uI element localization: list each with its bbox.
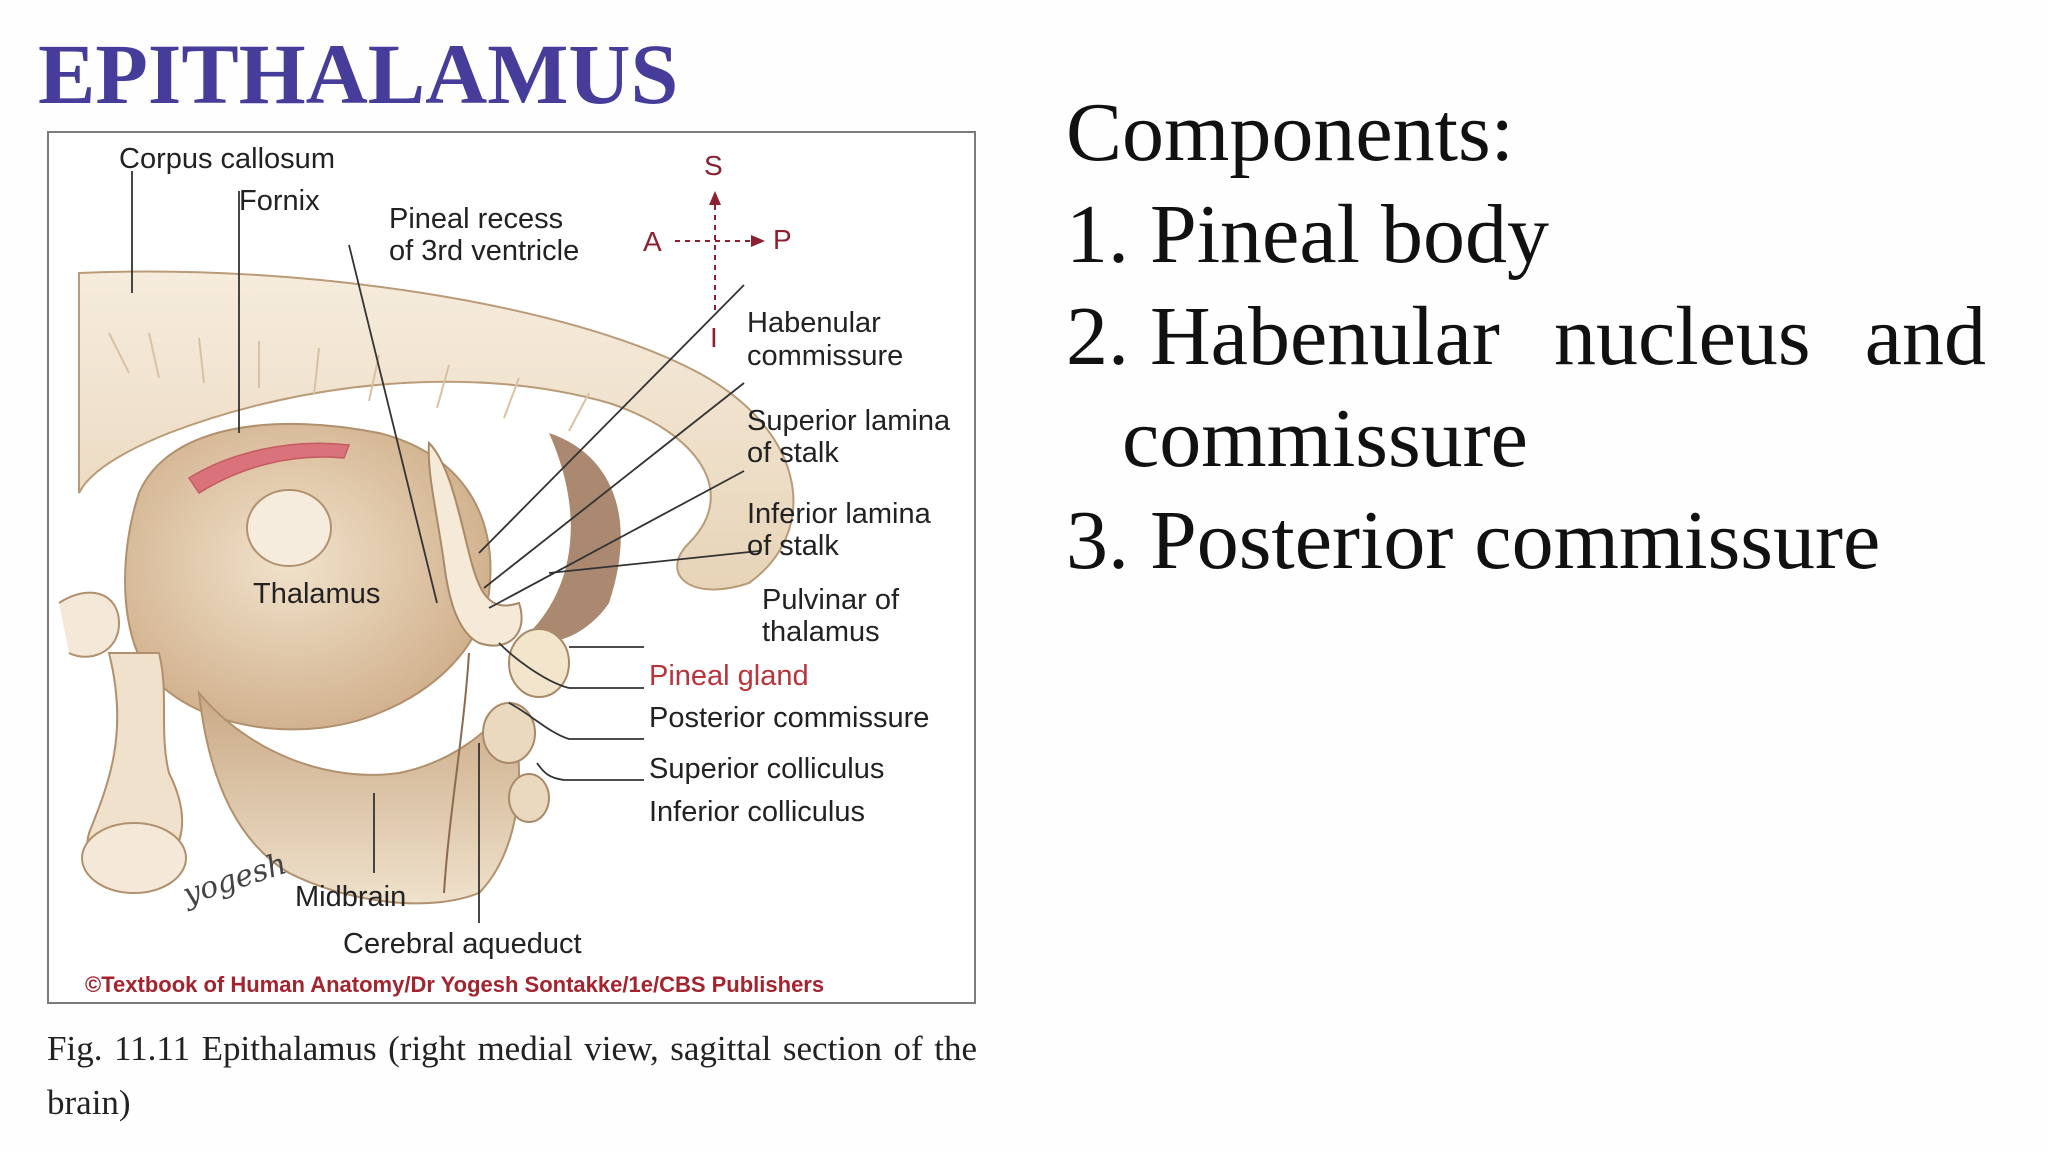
label-inferior-lamina-2: of stalk [747,530,839,562]
components-list: Components: 1.Pineal body 2.Habenular nu… [1066,82,1986,592]
component-3-text: Posterior commissure [1150,494,1881,587]
brain-sagittal-illustration: S A P I Corpus callosum Fornix Pineal re… [58,143,951,997]
label-inferior-lamina-1: Inferior lamina [747,498,932,530]
component-1-text: Pineal body [1150,188,1549,281]
orientation-compass: S A P I [643,150,792,353]
component-2-word-1: Habenular [1150,290,1500,383]
label-pulvinar-1: Pulvinar of [762,584,900,616]
components-heading: Components: [1066,86,1515,179]
label-pineal-recess-1: Pineal recess [389,203,563,235]
figure-copyright: ©Textbook of Human Anatomy/Dr Yogesh Son… [85,972,824,997]
fornix-pink [187,442,351,495]
label-corpus-callosum: Corpus callosum [119,143,335,175]
label-pineal-recess-2: of 3rd ventricle [389,235,579,267]
component-3-number: 3. [1066,494,1129,587]
label-thalamus: Thalamus [253,578,380,610]
orientation-i: I [710,322,718,353]
label-fornix: Fornix [239,185,320,217]
leader-lines [131,171,760,923]
component-item-2: 2.Habenular nucleus and commissure [1066,286,1986,490]
label-cerebral-aqueduct: Cerebral aqueduct [343,928,582,960]
label-inferior-colliculus: Inferior colliculus [649,796,865,828]
component-2-word-2: nucleus [1553,290,1811,383]
component-2-number: 2. [1066,290,1129,383]
component-item-3: 3.Posterior commissure [1066,490,1986,592]
label-midbrain: Midbrain [295,881,406,913]
pineal-gland-shape [508,628,570,698]
epithalamus-figure: S A P I Corpus callosum Fornix Pineal re… [47,131,976,1004]
label-superior-colliculus: Superior colliculus [649,753,884,785]
figure-caption: Fig. 11.11 Epithalamus (right medial vie… [47,1029,977,1122]
slide-title: EPITHALAMUS [38,26,679,122]
pineal-stalk [427,440,523,647]
component-2-line-2: commissure [1122,392,1528,485]
orientation-a: A [643,226,662,257]
label-superior-lamina-1: Superior lamina [747,405,951,437]
label-habenular-1: Habenular [747,307,881,339]
midbrain-shape [197,689,520,905]
orientation-s: S [704,150,723,181]
label-posterior-commissure: Posterior commissure [649,702,929,734]
component-1-number: 1. [1066,188,1129,281]
label-superior-lamina-2: of stalk [747,437,839,469]
orientation-p: P [773,224,792,255]
artist-signature: yogesh [177,846,291,913]
component-2-word-3: and [1864,290,1986,383]
label-habenular-2: commissure [747,340,903,372]
label-pineal-gland: Pineal gland [649,660,809,692]
component-item-1: 1.Pineal body [1066,184,1986,286]
label-pulvinar-2: thalamus [762,616,880,648]
